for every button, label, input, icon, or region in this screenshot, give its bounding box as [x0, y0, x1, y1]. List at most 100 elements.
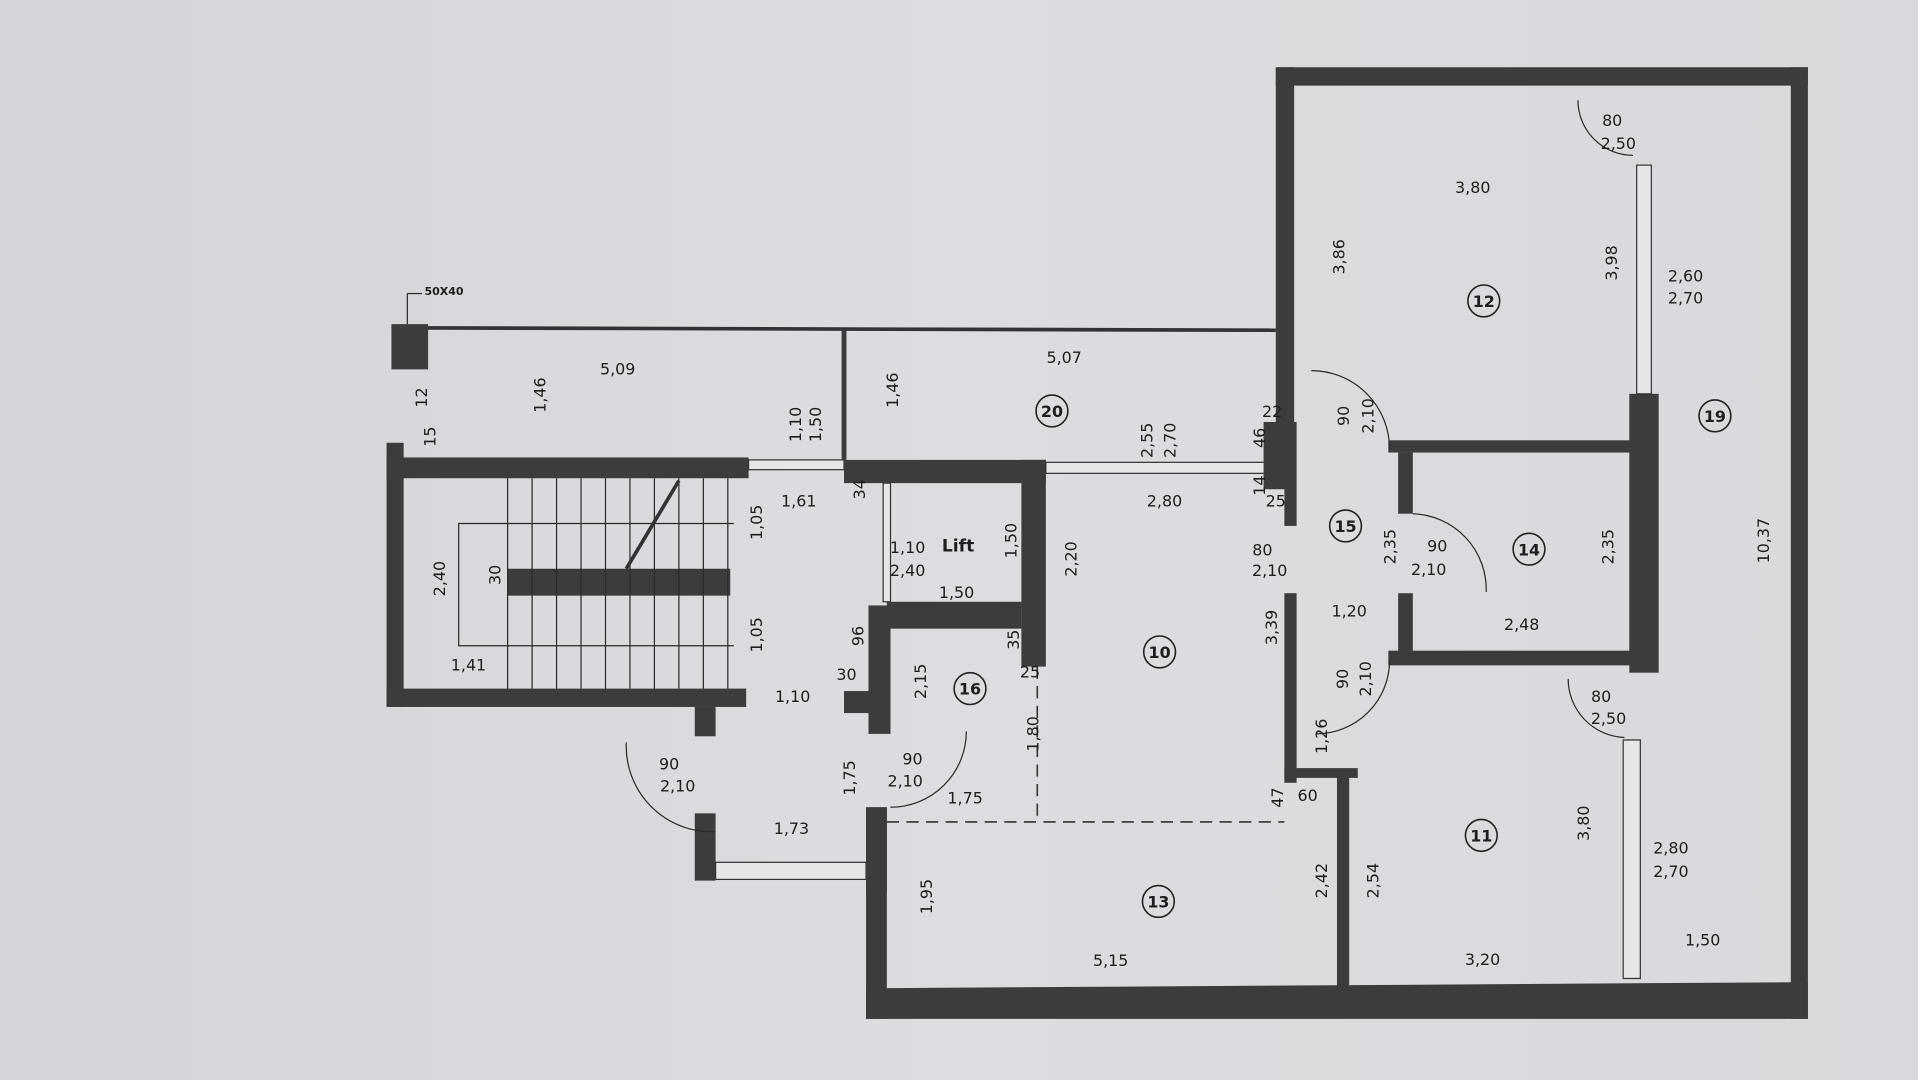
dimension-label: 1,05: [747, 617, 766, 652]
dimension-label: 80: [1602, 111, 1622, 130]
dimension-label: 2,10: [1411, 560, 1446, 579]
dimension-label: 1,46: [531, 377, 550, 412]
dimension-label: 1,26: [1312, 719, 1331, 754]
dimension-label: 60: [1297, 786, 1317, 805]
lift-label: Lift: [942, 537, 974, 557]
balcony-rail: [391, 325, 1276, 333]
wall-right-outer: [1790, 67, 1808, 1019]
dimension-label: 2,15: [911, 664, 930, 699]
dimension-label: 3,80: [1574, 805, 1593, 840]
dimension-label: 34: [850, 479, 869, 499]
dimension-label: 2,42: [1312, 863, 1331, 898]
dimension-label: 80: [1252, 540, 1272, 559]
dimension-label: 15: [420, 427, 439, 447]
dimension-label: 2,40: [430, 561, 449, 596]
dimension-label: 1,50: [1001, 523, 1020, 558]
dimension-label: 3,20: [1465, 950, 1500, 969]
dimension-label: 3,86: [1329, 239, 1348, 274]
wall-left-right-block: [1275, 67, 1295, 435]
wall-12-14: [1388, 440, 1640, 453]
dimension-label: 2,10: [1356, 661, 1375, 696]
dimension-label: 1,10: [786, 407, 805, 442]
dimension-label: 10,37: [1754, 518, 1773, 563]
dimension-label: 1,95: [917, 879, 936, 914]
room-number: 12: [1473, 292, 1495, 311]
dimension-label: 1,50: [1685, 930, 1720, 949]
window-11: [1622, 739, 1641, 980]
column-label: 50X40: [424, 285, 463, 298]
window-entrance: [714, 861, 867, 881]
dimension-label: 2,70: [1668, 288, 1703, 307]
balcony-divider: [841, 330, 847, 460]
dimension-label: 1,10: [890, 538, 925, 557]
dimension-label: 90: [1334, 406, 1353, 426]
wall-10-15-upper: [1284, 421, 1297, 526]
wall-13-11: [1336, 770, 1350, 991]
dimension-label: 1,80: [1024, 716, 1043, 751]
dimension-label: 2,80: [1147, 491, 1182, 510]
lift-door: [882, 482, 892, 603]
room-circle: [1698, 399, 1732, 433]
dimension-label: 90: [659, 754, 679, 773]
dimension-label: 25: [1020, 663, 1040, 682]
dimension-label: 35: [1004, 630, 1023, 650]
dimension-label: 2,40: [890, 561, 925, 580]
door-swing-19-bottom: [1567, 678, 1625, 739]
dimension-label: 2,70: [1161, 423, 1180, 458]
dimension-label: 1,10: [775, 687, 810, 706]
room-circle: [953, 671, 987, 706]
dimension-label: 90: [902, 749, 922, 768]
dimension-label: 2,70: [1653, 862, 1688, 881]
dimension-label: 5,15: [1093, 951, 1128, 970]
dimension-label: 2,80: [1653, 839, 1688, 858]
dimension-label: 1,46: [883, 372, 902, 407]
dimension-label: 12: [412, 387, 431, 407]
dimension-label: 2,48: [1504, 615, 1539, 634]
door-swing-19-top: [1577, 100, 1633, 156]
wall-stair-top: [386, 457, 749, 479]
door-swing-entrance: [625, 742, 716, 833]
dimension-label: 1,61: [781, 491, 816, 510]
dimension-label: 25: [1266, 491, 1286, 510]
room-circle: [1142, 635, 1177, 669]
room-circle: [1464, 818, 1499, 853]
room-circle: [1512, 532, 1546, 566]
wall-lift-right: [1021, 459, 1046, 667]
wall-top-right: [1275, 67, 1808, 86]
dimension-label: 1,20: [1332, 601, 1367, 620]
dimension-label: 1,75: [840, 760, 859, 795]
dimension-label: 2,35: [1381, 529, 1400, 564]
dimension-label: 2,50: [1601, 134, 1636, 153]
dimension-label: 80: [1591, 687, 1611, 706]
dimension-label: 2,10: [660, 776, 695, 795]
room-number: 10: [1149, 643, 1171, 662]
dimension-label: 5,09: [600, 359, 635, 378]
dimension-label: 1,41: [451, 655, 486, 674]
dimension-label: 5,07: [1047, 348, 1082, 367]
dimension-label: 2,60: [1668, 266, 1703, 285]
room-number: 11: [1470, 826, 1492, 845]
dimension-label: 30: [836, 665, 856, 684]
dimension-label: 30: [485, 565, 504, 585]
wall-14-11: [1388, 650, 1652, 666]
dimension-label: 1,50: [806, 407, 825, 442]
window-stair: [747, 459, 845, 471]
dimension-label: 2,54: [1364, 863, 1383, 898]
dimension-label: 22: [1262, 402, 1282, 421]
room-number: 20: [1041, 402, 1063, 421]
room-circle: [1328, 509, 1363, 543]
wall-lift-bottom: [886, 601, 1022, 629]
window-20-10: [1045, 461, 1267, 474]
dimension-label: 1,75: [947, 789, 982, 808]
wall-stair-bottom: [386, 688, 747, 707]
dimension-label: 1,73: [774, 819, 809, 838]
dimension-label: 2,50: [1591, 709, 1626, 728]
wall-lift-top: [844, 459, 1046, 484]
dimension-label: 3,98: [1602, 245, 1621, 280]
dimension-label: 14: [1250, 475, 1269, 495]
room-circle: [1141, 884, 1176, 919]
dimension-label: 2,10: [1359, 398, 1378, 433]
dimension-label: 90: [1427, 537, 1447, 556]
dimension-label: 2,10: [887, 771, 922, 790]
